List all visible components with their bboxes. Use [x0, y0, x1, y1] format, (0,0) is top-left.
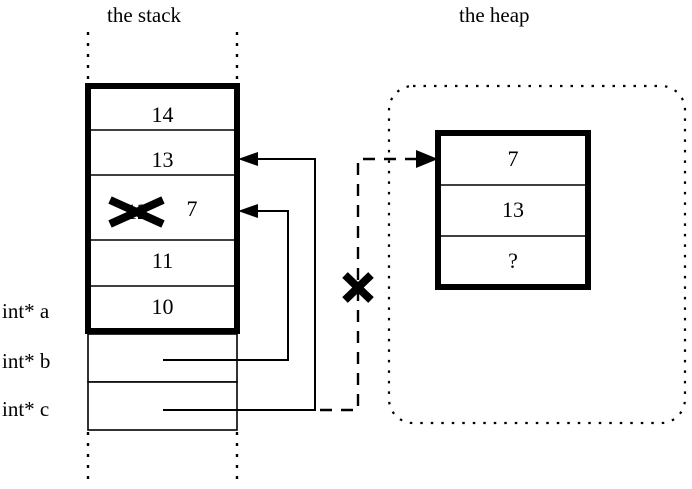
arrow-b-head — [238, 204, 258, 218]
strike-over-dangling-pointer — [342, 272, 374, 303]
cell-ptr-b-box — [87, 333, 238, 383]
strike-over-12 — [108, 196, 165, 228]
arrow-heap-head — [416, 150, 438, 168]
var-label-b: int* b — [2, 349, 51, 373]
stack-block-outline — [85, 83, 240, 334]
cell-14-value: 14 — [151, 102, 174, 127]
cell-12-old-value: 12 — [126, 199, 148, 224]
stack-title: the stack — [107, 3, 182, 27]
arrow-c-to-heap-dashed — [320, 157, 432, 412]
cell-11-value: 11 — [151, 248, 174, 273]
heap-cell-q-value: ? — [508, 248, 518, 273]
arrow-c-head — [238, 152, 258, 166]
heap-block-outline — [435, 130, 591, 290]
heap-title: the heap — [459, 3, 530, 27]
var-label-a: int* a — [2, 299, 50, 323]
arrow-c-to-stack-13 — [163, 158, 316, 411]
cell-12-new-value: 7 — [186, 196, 198, 221]
heap-cell-13-value: 13 — [502, 197, 524, 222]
heap-cell-7-value: 7 — [507, 146, 519, 171]
cell-ptr-c-box — [87, 381, 238, 431]
heap-region-boundary — [387, 84, 687, 425]
cell-13-value: 13 — [151, 147, 174, 172]
cell-10-value: 10 — [151, 294, 174, 319]
var-label-c: int* c — [2, 397, 50, 421]
arrow-b-to-stack-12 — [163, 210, 289, 361]
